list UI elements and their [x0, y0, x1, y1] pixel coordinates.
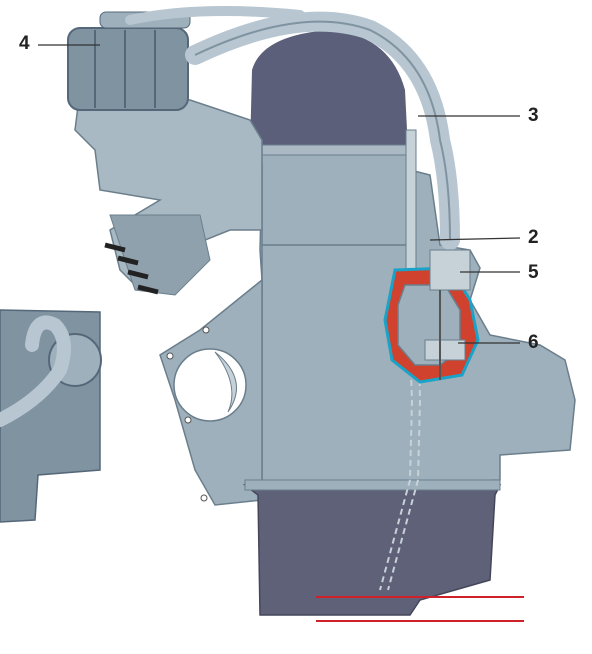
leader-lines	[38, 44, 521, 344]
callout-3: 3	[528, 105, 539, 126]
air-filter-icon	[67, 11, 191, 111]
valve-cover	[250, 30, 408, 150]
breather-pipe	[405, 129, 417, 271]
oil-separator	[383, 249, 480, 384]
left-hose	[0, 315, 71, 427]
callout-5: 5	[528, 262, 539, 283]
oil-sump	[242, 484, 502, 616]
callout-2: 2	[528, 227, 539, 248]
callout-6: 6	[528, 332, 539, 353]
callout-4: 4	[19, 33, 30, 54]
manifold-studs	[104, 242, 159, 295]
